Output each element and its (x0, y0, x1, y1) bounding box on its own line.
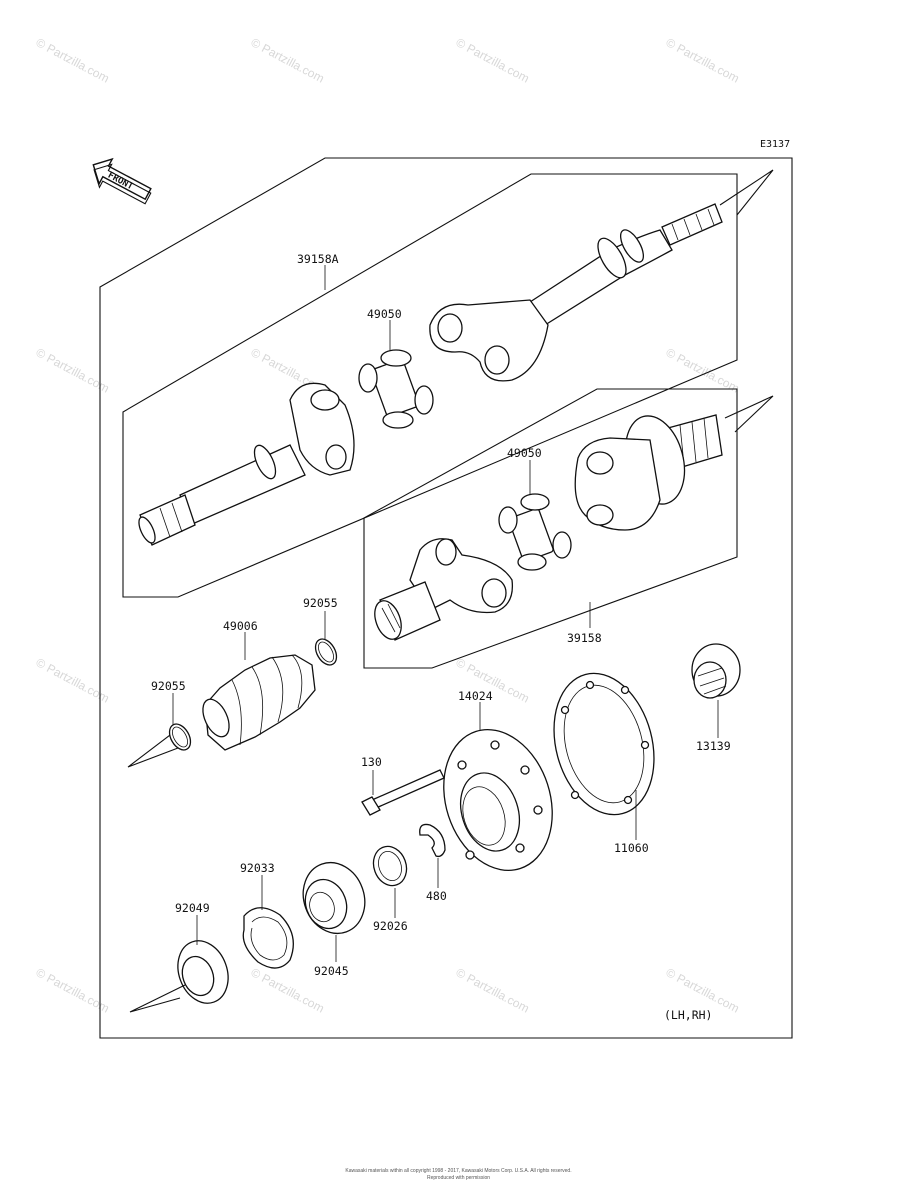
circlip-480 (419, 823, 446, 858)
watermark: © Partzilla.com (249, 35, 327, 85)
part-label[interactable]: 11060 (614, 841, 649, 855)
universal-joint-cross-2 (498, 493, 572, 571)
watermark: © Partzilla.com (34, 35, 112, 85)
copyright-line: Reproduced with permission (426, 1175, 491, 1181)
part-label[interactable]: 130 (361, 755, 382, 769)
boot-49006 (202, 654, 316, 751)
part-label[interactable]: 92045 (314, 964, 349, 978)
bolt-130 (361, 769, 445, 816)
part-label[interactable]: 92049 (175, 901, 210, 915)
axle-shaft-39158a (429, 203, 723, 382)
part-label[interactable]: 49006 (223, 619, 258, 633)
o-ring-92055-lower (168, 723, 192, 751)
bearing-92045 (302, 861, 366, 935)
leader-lines (172, 265, 719, 962)
axle-shaft-39158-inner (374, 538, 514, 641)
axle-shaft-39158a-inner (138, 382, 355, 546)
part-13139 (691, 643, 741, 699)
watermark: © Partzilla.com (454, 35, 532, 85)
part-label[interactable]: 480 (426, 889, 447, 903)
axle-39158-frame (363, 388, 738, 669)
part-label[interactable]: 49050 (507, 446, 542, 460)
variant-note: (LH,RH) (664, 1008, 712, 1022)
part-label[interactable]: 92055 (303, 596, 338, 610)
gasket-11060 (553, 672, 655, 816)
part-label[interactable]: 14024 (458, 689, 493, 703)
part-label[interactable]: 92026 (373, 919, 408, 933)
part-label[interactable]: 39158 (567, 631, 602, 645)
assembly-frame (99, 157, 793, 1039)
shim-92026 (372, 845, 408, 887)
part-label[interactable]: 13139 (696, 739, 731, 753)
oil-seal-92049 (177, 940, 229, 1004)
hub-14024 (443, 729, 553, 871)
axle-shaft-39158 (574, 414, 723, 531)
watermark: © Partzilla.com (664, 35, 742, 85)
part-label[interactable]: 92055 (151, 679, 186, 693)
part-label[interactable]: 49050 (367, 307, 402, 321)
diagram-code: E3137 (760, 139, 790, 150)
shaft-direction-markers (127, 169, 774, 1013)
front-arrow-icon: FRONT (92, 157, 152, 205)
axle-39158a-frame (122, 173, 738, 598)
universal-joint-cross-1 (358, 349, 434, 429)
part-label[interactable]: 92033 (240, 861, 275, 875)
copyright-footer: Kawasaki materials within all copyright … (0, 1168, 917, 1182)
part-labels: 39158A 49050 49050 39158 92055 49006 920… (151, 252, 731, 978)
copyright-line: Kawasaki materials within all copyright … (345, 1168, 572, 1174)
watermark: © Partzilla.com (454, 965, 532, 1015)
watermark: © Partzilla.com (664, 345, 742, 395)
snap-ring-92033 (242, 907, 294, 969)
part-label[interactable]: 39158A (297, 252, 339, 266)
o-ring-92055-upper (314, 638, 338, 666)
